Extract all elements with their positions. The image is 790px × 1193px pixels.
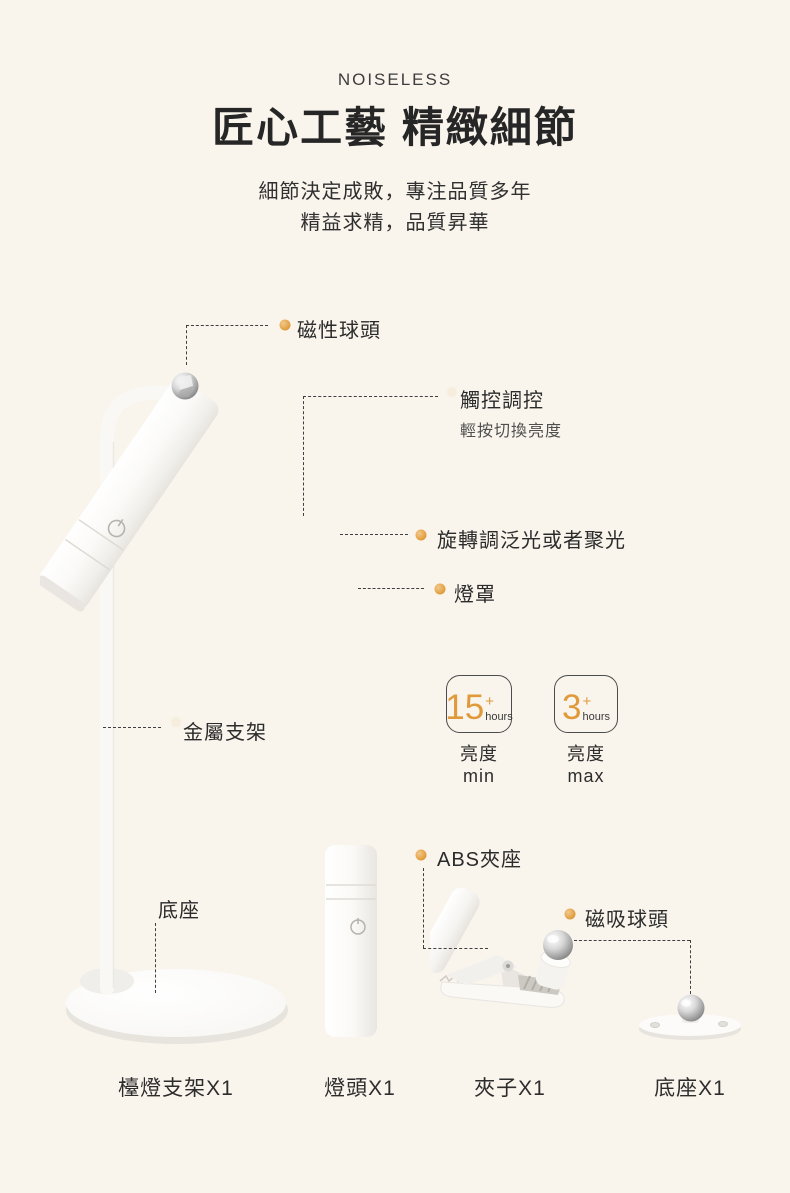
callout-dot-faint (171, 717, 181, 727)
leader-line (423, 868, 424, 948)
subtitle-line1: 細節決定成敗，專注品質多年 (258, 181, 532, 203)
callout-lampshade: 燈罩 (454, 584, 496, 606)
touch-power-icon (350, 918, 366, 935)
mini-base-plate (639, 1014, 741, 1036)
callout-touch-control-sub: 輕按切換亮度 (460, 423, 563, 440)
touch-power-icon (107, 518, 126, 538)
leader-line (155, 923, 156, 993)
badge-value: 3 (562, 688, 582, 728)
badge-label-min: 亮度min (460, 744, 498, 786)
runtime-badge-max: 3 + hours (554, 675, 618, 733)
clip-jaw-plate (446, 955, 518, 985)
clip-pivot-screw (502, 960, 514, 972)
callout-abs-clip: ABS夾座 (437, 849, 523, 871)
badge-unit: hours (485, 711, 513, 723)
leader-line (103, 727, 161, 728)
callout-magnet-ball-head: 磁吸球頭 (585, 909, 669, 931)
clip-chrome-ball (543, 930, 573, 960)
lamp-pole (100, 386, 190, 995)
callout-dot (279, 319, 291, 331)
leader-line (574, 940, 690, 941)
caption-lamp-head: 燈頭X1 (324, 1077, 396, 1100)
callout-dot (415, 529, 427, 541)
callout-base: 底座 (158, 900, 200, 922)
mini-base-chrome-ball (677, 994, 705, 1022)
leader-line (303, 396, 438, 397)
lamp-head-body (325, 845, 377, 1037)
badge-value: 15 (445, 688, 485, 728)
caption-clip: 夾子X1 (474, 1077, 546, 1100)
lamp-head-part-illustration (325, 845, 377, 1037)
runtime-badge-min: 15 + hours (445, 675, 513, 733)
leader-line (340, 534, 408, 535)
badge-label-max: 亮度max (567, 744, 605, 786)
leader-line (303, 396, 304, 516)
callout-magnetic-ball: 磁性球頭 (297, 320, 381, 342)
clip-part-illustration (430, 887, 573, 1008)
leader-line (358, 588, 424, 589)
caption-base: 底座X1 (654, 1077, 726, 1100)
eyebrow-text: NOISELESS (337, 70, 453, 89)
leader-line (690, 940, 691, 994)
desk-lamp-illustration (40, 372, 288, 1044)
leader-line (423, 948, 488, 949)
screw-hole (650, 1022, 660, 1028)
magnetic-ball-joint (171, 372, 199, 400)
mini-base-illustration (639, 994, 741, 1040)
callout-rotate-focus: 旋轉調泛光或者聚光 (437, 530, 626, 552)
callout-metal-bracket: 金屬支架 (183, 722, 267, 744)
badge-plus: + (485, 693, 494, 710)
lamp-head (40, 379, 219, 612)
clip-upper-arm (430, 887, 480, 973)
badge-unit: hours (582, 711, 610, 723)
callout-dot (415, 849, 427, 861)
page-title: 匠心工藝 精緻細節 (212, 104, 578, 151)
callout-touch-control: 觸控調控 (460, 390, 544, 412)
badge-plus: + (582, 693, 592, 710)
leader-line (186, 325, 268, 326)
callout-dot-faint (447, 387, 457, 397)
subtitle-line2: 精益求精，品質昇華 (300, 212, 490, 234)
caption-lamp-bracket: 檯燈支架X1 (118, 1077, 234, 1100)
screw-hole (718, 1021, 728, 1027)
callout-dot (564, 908, 576, 920)
callout-dot (434, 583, 446, 595)
leader-line (186, 325, 187, 365)
